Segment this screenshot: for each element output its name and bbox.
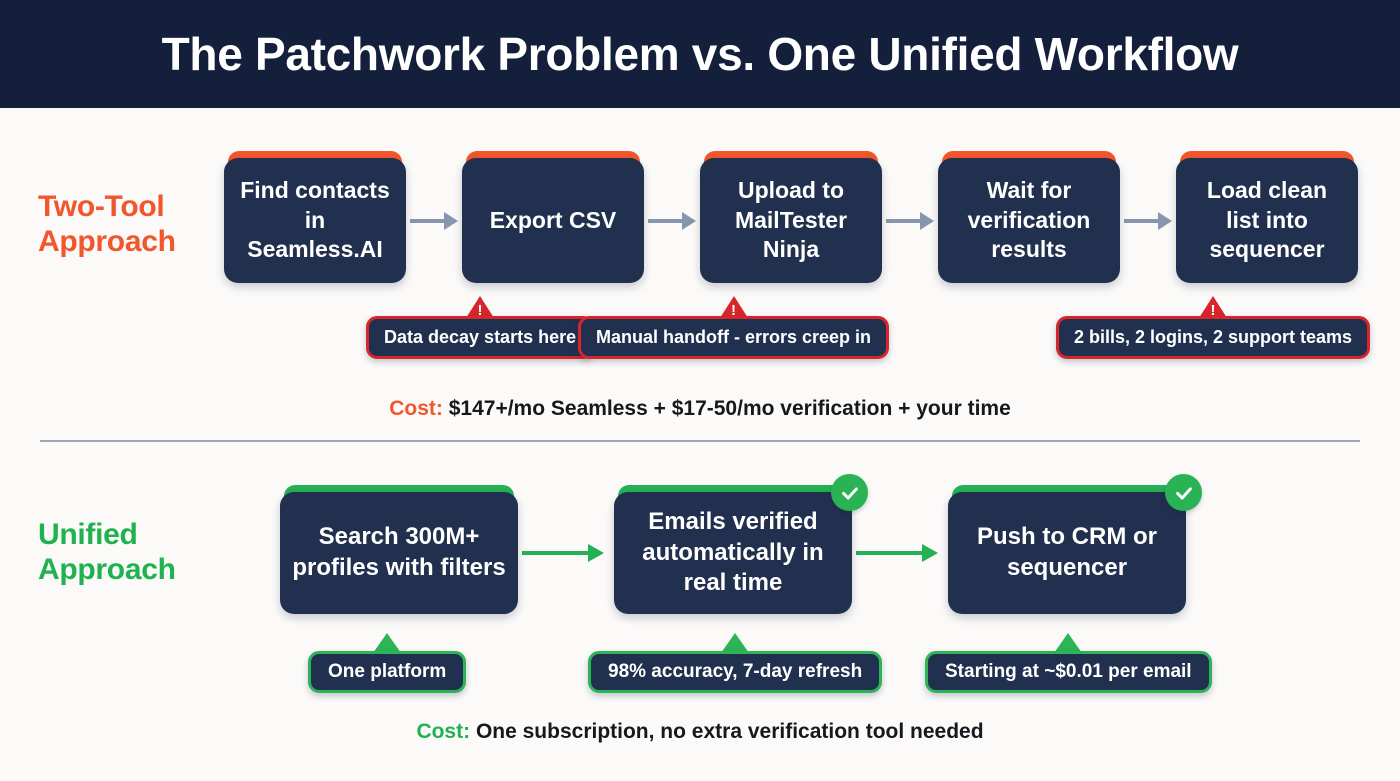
flow-node-label: Upload to MailTester Ninja [700, 158, 882, 283]
up-arrow-icon [721, 633, 750, 653]
flow-node-wait-verification[interactable]: Wait for verification results [938, 151, 1120, 283]
flow-node-find-contacts[interactable]: Find contacts in Seamless.AI [224, 151, 406, 283]
section-label-two-tool: Two-Tool Approach [38, 190, 176, 260]
arrow-head-icon [920, 212, 934, 230]
flow-node-label: Wait for verification results [938, 158, 1120, 283]
warning-callout-manual-handoff: ! Manual handoff - errors creep in [578, 296, 890, 360]
warning-icon: ! [719, 296, 748, 319]
warning-callout-text: Manual handoff - errors creep in [578, 316, 890, 360]
section-label-two-tool-line1: Two-Tool [38, 190, 165, 223]
section-label-unified: Unified Approach [38, 518, 176, 588]
flow-node-label: Search 300M+ profiles with filters [280, 492, 518, 614]
flow-arrow-3 [882, 158, 938, 283]
warning-callout-text: 2 bills, 2 logins, 2 support teams [1056, 316, 1371, 360]
section-label-unified-line1: Unified [38, 518, 138, 551]
arrow-line [522, 551, 594, 555]
arrow-line [856, 551, 928, 555]
section-label-unified-line2: Approach [38, 552, 176, 586]
up-arrow-icon [1054, 633, 1083, 653]
warning-exclamation: ! [1210, 302, 1216, 319]
warning-callout-data-decay: ! Data decay starts here [366, 296, 595, 360]
arrow-line [648, 219, 686, 223]
flow-arrow-5 [518, 492, 614, 614]
flow-node-export-csv[interactable]: Export CSV [462, 151, 644, 283]
up-arrow-icon [373, 633, 402, 653]
benefit-callout-pricing: Starting at ~$0.01 per email [925, 633, 1212, 693]
warning-callout-two-bills: ! 2 bills, 2 logins, 2 support teams [1056, 296, 1371, 360]
check-icon [831, 474, 868, 511]
two-tool-flow-row: Find contacts in Seamless.AI Export CSV … [224, 151, 1358, 283]
benefit-callout-text: 98% accuracy, 7-day refresh [588, 651, 883, 693]
flow-node-label: Push to CRM or sequencer [948, 492, 1186, 614]
flow-arrow-6 [852, 492, 948, 614]
arrow-head-icon [444, 212, 458, 230]
flow-node-search-profiles[interactable]: Search 300M+ profiles with filters [280, 485, 518, 614]
flow-node-load-sequencer[interactable]: Load clean list into sequencer [1176, 151, 1358, 283]
check-icon [1165, 474, 1202, 511]
benefit-callout-text: Starting at ~$0.01 per email [925, 651, 1212, 693]
arrow-line [886, 219, 924, 223]
warning-callout-text: Data decay starts here [366, 316, 595, 360]
cost-label: Cost: [389, 397, 443, 420]
arrow-line [1124, 219, 1162, 223]
flow-node-label: Find contacts in Seamless.AI [224, 158, 406, 283]
header-banner: The Patchwork Problem vs. One Unified Wo… [0, 0, 1400, 108]
warning-icon: ! [1199, 296, 1228, 319]
cost-summary-two-tool: Cost: $147+/mo Seamless + $17-50/mo veri… [0, 397, 1400, 421]
section-label-two-tool-line2: Approach [38, 224, 176, 258]
flow-node-label: Export CSV [462, 158, 644, 283]
warning-exclamation: ! [477, 302, 483, 319]
arrow-head-icon [1158, 212, 1172, 230]
flow-node-emails-verified[interactable]: Emails verified automatically in real ti… [614, 474, 868, 614]
cost-label: Cost: [416, 720, 471, 743]
arrow-head-icon [682, 212, 696, 230]
warning-exclamation: ! [731, 302, 737, 319]
flow-arrow-4 [1120, 158, 1176, 283]
section-divider [40, 440, 1360, 442]
page-title: The Patchwork Problem vs. One Unified Wo… [161, 28, 1239, 80]
cost-summary-unified: Cost: One subscription, no extra verific… [0, 720, 1400, 744]
flow-arrow-2 [644, 158, 700, 283]
flow-node-label: Emails verified automatically in real ti… [614, 492, 852, 614]
arrow-head-icon [588, 544, 604, 562]
benefit-callout-text: One platform [308, 651, 467, 693]
cost-value: One subscription, no extra verification … [475, 720, 984, 743]
flow-arrow-1 [406, 158, 462, 283]
flow-node-upload-mailtester[interactable]: Upload to MailTester Ninja [700, 151, 882, 283]
cost-value: $147+/mo Seamless + $17-50/mo verificati… [448, 397, 1011, 420]
arrow-head-icon [922, 544, 938, 562]
warning-icon: ! [466, 296, 495, 319]
flow-node-push-crm[interactable]: Push to CRM or sequencer [948, 474, 1202, 614]
unified-flow-row: Search 300M+ profiles with filters Email… [280, 474, 1202, 614]
benefit-callout-one-platform: One platform [308, 633, 467, 693]
benefit-callout-accuracy: 98% accuracy, 7-day refresh [588, 633, 883, 693]
flow-node-label: Load clean list into sequencer [1176, 158, 1358, 283]
arrow-line [410, 219, 448, 223]
